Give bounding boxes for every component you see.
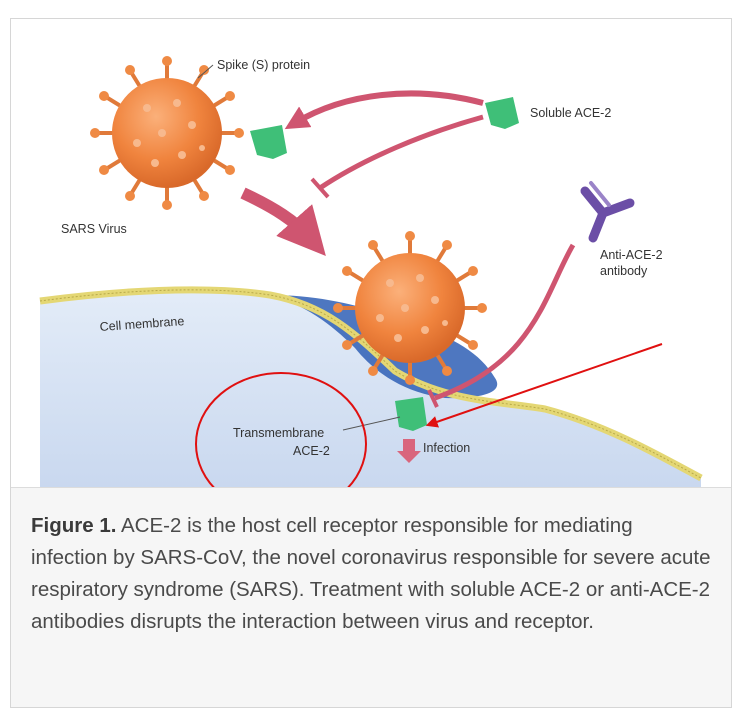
sars-virus-bottom [333,231,487,385]
annotation-arrow [425,343,663,428]
cell-membrane-label: Cell membrane [99,314,185,334]
transmembrane-label-line1: Transmembrane [233,426,324,440]
annotation-circle [195,372,367,503]
anti-ace2-label-line2: antibody [600,264,648,278]
cell-membrane [39,286,703,482]
ace2-diagram: Spike (S) protein Soluble ACE-2 SARS Vir… [25,33,715,503]
transmembrane-label-line2: ACE-2 [293,444,330,458]
infection-label: Infection [423,441,470,455]
anti-ace2-antibody [580,181,635,243]
caption-text: ACE-2 is the host cell receptor responsi… [31,514,711,633]
diagram-svg: Spike (S) protein Soluble ACE-2 SARS Vir… [39,56,703,503]
sars-virus-label: SARS Virus [61,222,127,236]
cell-body [40,289,701,488]
arrow-virus-to-cell [240,187,326,256]
figure-caption: Figure 1. ACE-2 is the host cell recepto… [31,510,711,638]
figure-card: Spike (S) protein Soluble ACE-2 SARS Vir… [10,18,732,708]
sars-virus-top [90,56,244,210]
transmembrane-ace2-shape [395,397,427,431]
soluble-ace2-shape [485,97,519,129]
arrow-soluble-to-virus [284,90,484,130]
anti-ace2-label-line1: Anti-ACE-2 [600,248,663,262]
inhibit-line [318,114,484,191]
spike-label: Spike (S) protein [217,58,310,72]
antibody-inhibit-line [434,243,576,401]
infection-arrow [397,439,421,463]
caption-bold: Figure 1. [31,514,117,537]
bound-soluble-ace2 [250,125,287,159]
caption-box: Figure 1. ACE-2 is the host cell recepto… [11,487,731,707]
soluble-ace2-label: Soluble ACE-2 [530,106,611,120]
